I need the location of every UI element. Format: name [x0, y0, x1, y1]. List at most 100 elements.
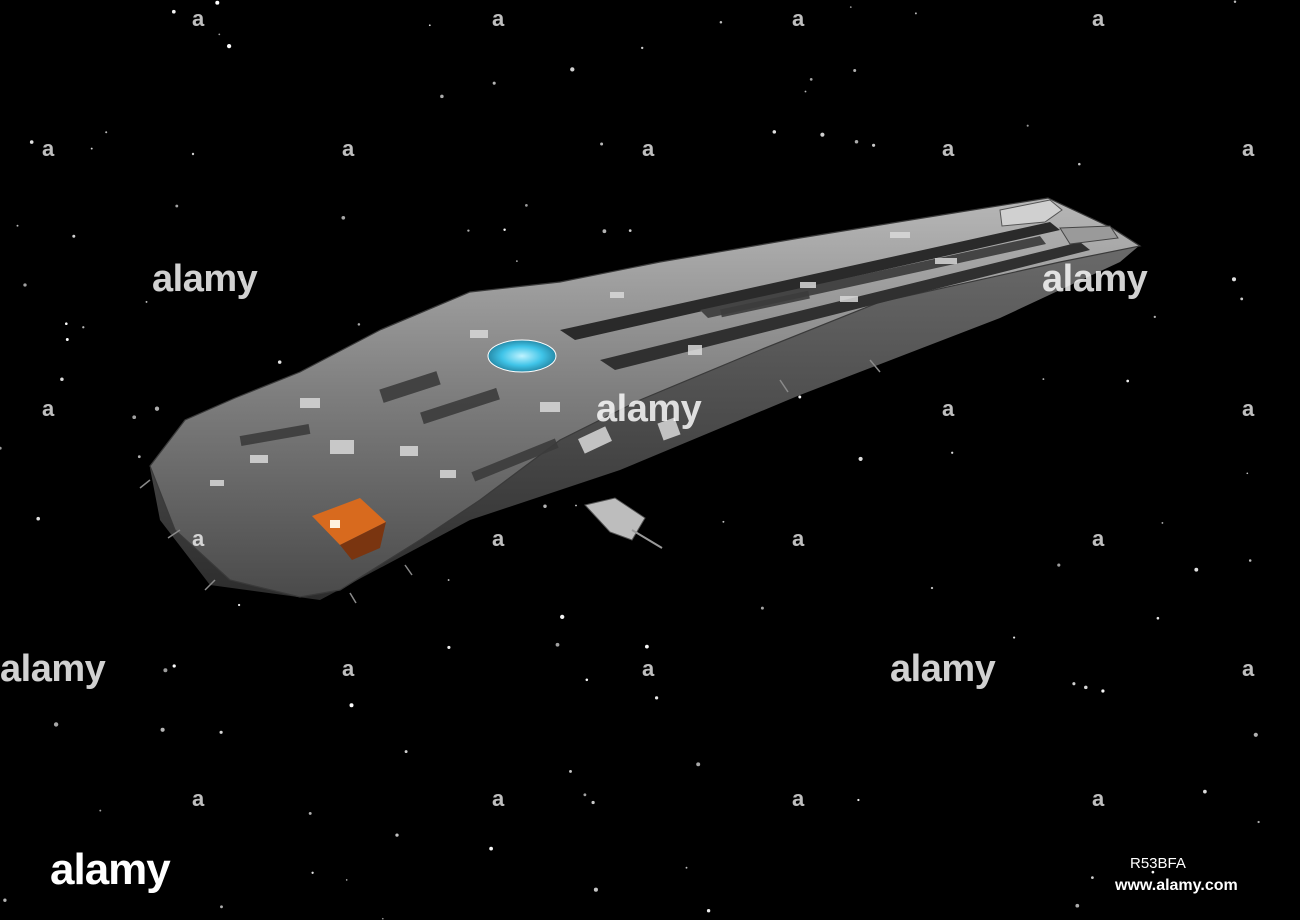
hull-antennas: [139, 359, 881, 604]
star: [308, 811, 312, 815]
star: [163, 668, 168, 673]
watermark-letter: a: [642, 136, 655, 161]
star: [858, 456, 863, 461]
star: [341, 215, 346, 220]
star: [1072, 682, 1076, 686]
star: [311, 871, 314, 874]
star: [29, 140, 34, 144]
star: [1075, 903, 1080, 908]
rear-engine: [999, 199, 1063, 227]
star: [3, 898, 7, 902]
star: [65, 322, 68, 325]
hull-panels: [210, 232, 957, 486]
star: [1231, 277, 1237, 282]
star: [555, 642, 560, 647]
watermark-letter: a: [1242, 136, 1255, 161]
star: [60, 377, 64, 382]
star: [90, 147, 93, 150]
star: [16, 224, 19, 227]
star: [503, 228, 506, 231]
watermark-letter: a: [792, 786, 805, 811]
star: [226, 43, 232, 49]
star: [219, 730, 223, 734]
site-url: www.alamy.com: [1115, 877, 1238, 894]
star: [65, 338, 69, 341]
star: [809, 78, 813, 81]
star: [849, 6, 852, 8]
star: [1248, 559, 1252, 562]
star: [440, 94, 444, 99]
star: [1246, 472, 1249, 475]
star: [722, 520, 725, 523]
star: [172, 664, 176, 668]
star: [628, 229, 632, 232]
star: [105, 131, 108, 134]
watermark-letter: a: [1092, 786, 1105, 811]
star: [145, 300, 148, 303]
star: [175, 204, 179, 208]
star: [569, 769, 572, 773]
star: [160, 727, 165, 732]
star: [602, 229, 607, 234]
star: [1042, 378, 1045, 381]
star: [492, 81, 496, 85]
star: [404, 750, 408, 754]
star: [0, 446, 2, 450]
watermark-letter: a: [1242, 396, 1255, 421]
star: [1153, 315, 1156, 319]
star: [706, 909, 711, 913]
star: [857, 798, 860, 802]
watermark-letter: a: [342, 136, 355, 161]
star: [1026, 124, 1029, 127]
star: [854, 140, 859, 144]
star: [82, 326, 85, 329]
star: [645, 644, 649, 649]
ventral-fin: [584, 497, 646, 541]
star: [685, 866, 688, 869]
star: [543, 504, 547, 509]
star: [575, 504, 577, 507]
star: [241, 278, 244, 281]
watermark-letter: a: [942, 136, 955, 161]
star: [525, 204, 528, 207]
star: [154, 406, 160, 411]
hull-trench: [600, 242, 1090, 370]
watermark-letter: a: [792, 6, 805, 31]
watermark-letter: a: [1242, 656, 1255, 681]
star: [1101, 689, 1105, 693]
star: [1151, 870, 1155, 874]
watermark-text: alamy: [152, 258, 258, 300]
star: [853, 69, 857, 72]
star: [215, 0, 220, 5]
rear-engine: [1059, 225, 1119, 245]
star: [467, 229, 470, 232]
star: [930, 586, 934, 590]
orange-hatch: [312, 498, 386, 560]
star: [53, 722, 59, 727]
watermark-text: alamy: [890, 648, 996, 690]
star: [820, 132, 825, 137]
star: [349, 703, 354, 708]
star: [489, 846, 493, 851]
star: [395, 833, 399, 837]
star: [560, 614, 565, 620]
star: [1253, 732, 1258, 737]
star: [1257, 820, 1260, 824]
image-id: R53BFA: [1130, 855, 1186, 872]
star: [1161, 521, 1164, 524]
star: [641, 46, 644, 50]
cockpit-dome: [487, 339, 557, 373]
hull-trench: [560, 222, 1060, 340]
star: [1156, 616, 1160, 620]
watermark-letter: a: [942, 396, 955, 421]
watermark-letter: a: [792, 526, 805, 551]
star: [381, 917, 384, 920]
star: [951, 451, 954, 454]
star: [1126, 379, 1130, 383]
brand-logo: alamy: [50, 845, 171, 894]
star: [1203, 789, 1207, 794]
star: [277, 360, 282, 364]
star: [191, 152, 195, 156]
star: [357, 323, 361, 326]
